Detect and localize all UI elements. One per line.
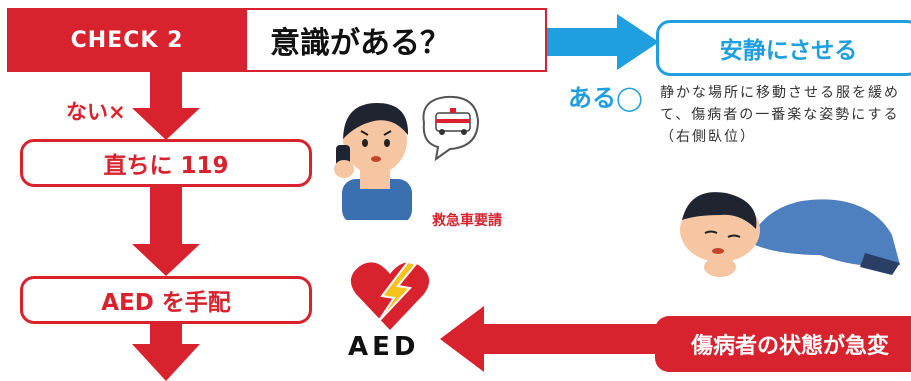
calm-description: 静かな場所に移動させる服を緩め て、傷病者の一番楽な姿勢にする （右側臥位） bbox=[660, 82, 911, 148]
calm-desc-line-2: て、傷病者の一番楽な姿勢にする bbox=[660, 107, 900, 123]
person-calling-illustration bbox=[334, 95, 480, 220]
calm-desc-line-3: （右側臥位） bbox=[660, 129, 756, 145]
aed-heart-icon bbox=[350, 260, 430, 330]
branch-yes-label: ある◯ bbox=[568, 84, 643, 112]
ambulance-caption: 救急車要請 bbox=[432, 213, 502, 229]
condition-change-box: 傷病者の状態が急変 bbox=[655, 316, 911, 372]
aed-logo-text: AED bbox=[348, 332, 420, 362]
arrow-left-red bbox=[440, 306, 660, 372]
calm-desc-line-1: 静かな場所に移動させる服を緩め bbox=[660, 85, 900, 101]
question-text: 意識がある？ bbox=[270, 26, 450, 61]
lying-person-illustration bbox=[680, 192, 900, 277]
arrow-right-blue bbox=[547, 14, 659, 70]
calm-title: 安静にさせる bbox=[656, 20, 911, 76]
flow-arrows-red bbox=[132, 72, 200, 381]
check-label: CHECK 2 bbox=[7, 8, 247, 72]
branch-no-label: ない× bbox=[66, 100, 126, 124]
call-119-box: 直ちに 119 bbox=[20, 139, 312, 187]
aed-arrange-box: AED を手配 bbox=[20, 276, 312, 324]
